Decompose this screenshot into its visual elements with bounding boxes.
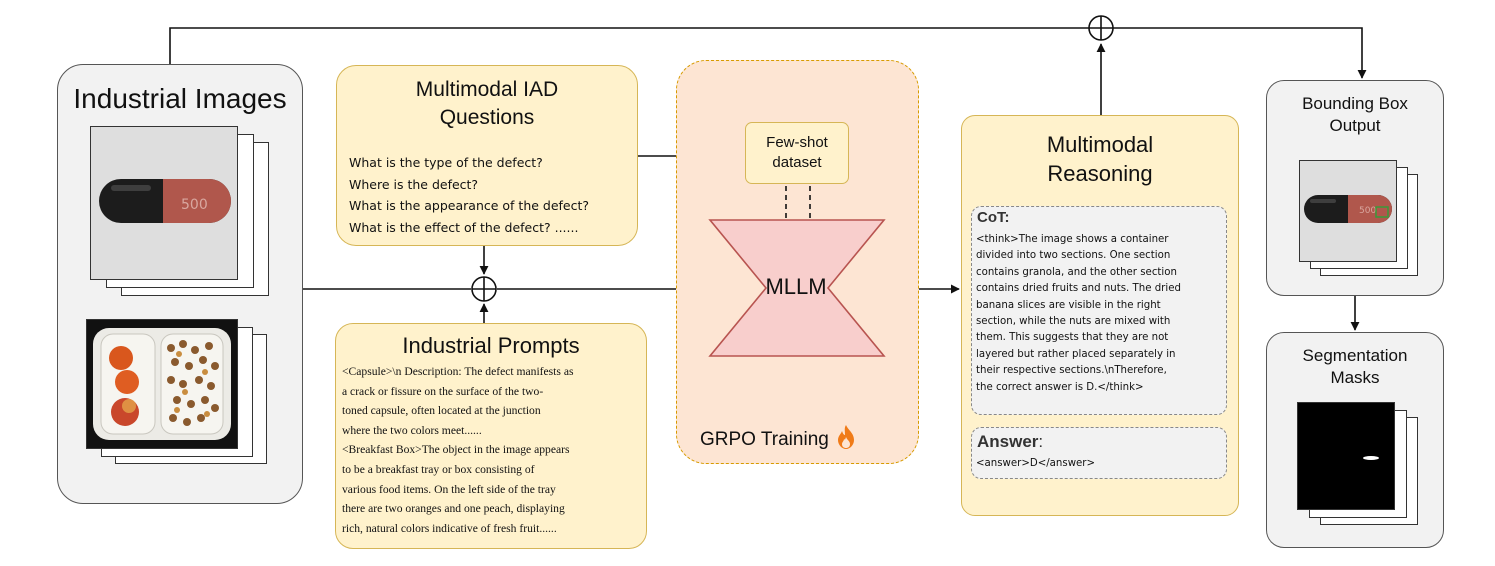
fewshot-line2: dataset bbox=[772, 154, 822, 171]
answer-label-text: Answer bbox=[977, 432, 1039, 451]
flame-icon bbox=[835, 424, 857, 456]
answer-text: <answer>D</answer> bbox=[976, 458, 1096, 469]
question-item: What is the type of the defect? bbox=[349, 155, 543, 170]
fewshot-line1: Few-shot bbox=[766, 134, 828, 151]
prompt-line: toned capsule, often located at the junc… bbox=[342, 404, 541, 418]
multimodal-iad-questions-panel: Multimodal IAD Questions What is the typ… bbox=[336, 65, 638, 246]
answer-label-colon: : bbox=[1038, 432, 1044, 451]
question-item: What is the effect of the defect? ...... bbox=[349, 219, 579, 235]
cot-text: <think>The image shows a container divid… bbox=[976, 232, 1224, 396]
capsule-image: 500 bbox=[90, 126, 238, 280]
bbox-capsule-image: 500 bbox=[1299, 160, 1397, 262]
prompt-line: various food items. On the left side of … bbox=[342, 482, 556, 496]
cot-box: CoT: <think>The image shows a container … bbox=[971, 206, 1227, 415]
bbox-title-line1: Bounding Box bbox=[1302, 94, 1408, 113]
prompt-line: <Capsule>\n Description: The defect mani… bbox=[342, 365, 574, 378]
prompt-line: <Breakfast Box>The object in the image a… bbox=[342, 443, 570, 457]
questions-list: What is the type of the defect? Where is… bbox=[349, 152, 589, 238]
reasoning-title-line1: Multimodal bbox=[1046, 132, 1154, 157]
circle-plus-icon bbox=[471, 276, 497, 302]
breakfast-box-image bbox=[86, 319, 238, 449]
cot-line: section, while the nuts are mixed with bbox=[976, 316, 1171, 328]
question-item: Where is the defect? bbox=[349, 176, 479, 192]
prompt-line: to be a breakfast tray or box consisting… bbox=[342, 462, 535, 476]
prompt-line: rich, natural colors indicative of fresh… bbox=[342, 521, 557, 535]
seg-title-line1: Segmentation bbox=[1302, 346, 1408, 365]
mllm-label: MLLM bbox=[765, 274, 827, 299]
capsule-label-text: 500 bbox=[181, 197, 208, 213]
prompt-line: where the two colors meet...... bbox=[342, 423, 482, 437]
cot-line: divided into two sections. One section bbox=[976, 250, 1171, 262]
reasoning-title: Multimodal Reasoning bbox=[962, 130, 1238, 188]
prompts-title: Industrial Prompts bbox=[402, 333, 580, 358]
mllm-bowtie bbox=[708, 219, 886, 357]
cot-line: their respective sections.\nTherefore, bbox=[976, 365, 1167, 377]
circle-plus-icon bbox=[1088, 15, 1114, 41]
answer-label: Answer: bbox=[977, 432, 1043, 452]
cot-line: banana slices are visible in the right bbox=[976, 299, 1161, 311]
cot-line: contains dried fruits and nuts. The drie… bbox=[976, 283, 1181, 295]
predicted-bounding-box bbox=[1375, 206, 1389, 218]
cot-line: <think>The image shows a container bbox=[976, 234, 1169, 245]
defect-mask-region bbox=[1363, 456, 1379, 460]
question-item: What is the appearance of the defect? bbox=[349, 198, 590, 213]
questions-title-line2: Questions bbox=[439, 106, 535, 129]
bbox-capsule-label-text: 500 bbox=[1359, 206, 1376, 216]
cot-line: contains granola, and the other section bbox=[976, 266, 1177, 278]
industrial-prompts-panel: Industrial Prompts <Capsule>\n Descripti… bbox=[335, 323, 647, 549]
grpo-training-label: GRPO Training bbox=[700, 424, 857, 456]
questions-title-line1: Multimodal IAD bbox=[415, 78, 559, 101]
seg-title: Segmentation Masks bbox=[1267, 345, 1443, 389]
cot-line: the correct answer is D.</think> bbox=[976, 381, 1144, 393]
bbox-title-line2: Output bbox=[1329, 116, 1381, 135]
questions-title: Multimodal IAD Questions bbox=[337, 76, 637, 132]
reasoning-title-line2: Reasoning bbox=[1047, 161, 1153, 186]
mllm-shape bbox=[708, 186, 886, 357]
seg-title-line2: Masks bbox=[1330, 368, 1380, 387]
prompts-body: <Capsule>\n Description: The defect mani… bbox=[342, 362, 640, 538]
segmentation-mask-image bbox=[1297, 402, 1395, 510]
grpo-training-text: GRPO Training bbox=[700, 429, 829, 450]
industrial-images-title: Industrial Images bbox=[73, 83, 287, 114]
top-feedback-line bbox=[169, 27, 1367, 79]
few-shot-dataset-box: Few-shot dataset bbox=[745, 122, 849, 184]
prompt-line: there are two oranges and one peach, dis… bbox=[342, 502, 565, 516]
cot-line: them. This suggests that they are not bbox=[976, 332, 1169, 344]
cot-line: layered but rather placed separately in bbox=[976, 348, 1176, 360]
cot-label: CoT: bbox=[977, 209, 1010, 226]
prompt-line: a crack or fissure on the surface of the… bbox=[342, 384, 544, 398]
bbox-title: Bounding Box Output bbox=[1267, 93, 1443, 137]
answer-box: Answer: <answer>D</answer> bbox=[971, 427, 1227, 479]
